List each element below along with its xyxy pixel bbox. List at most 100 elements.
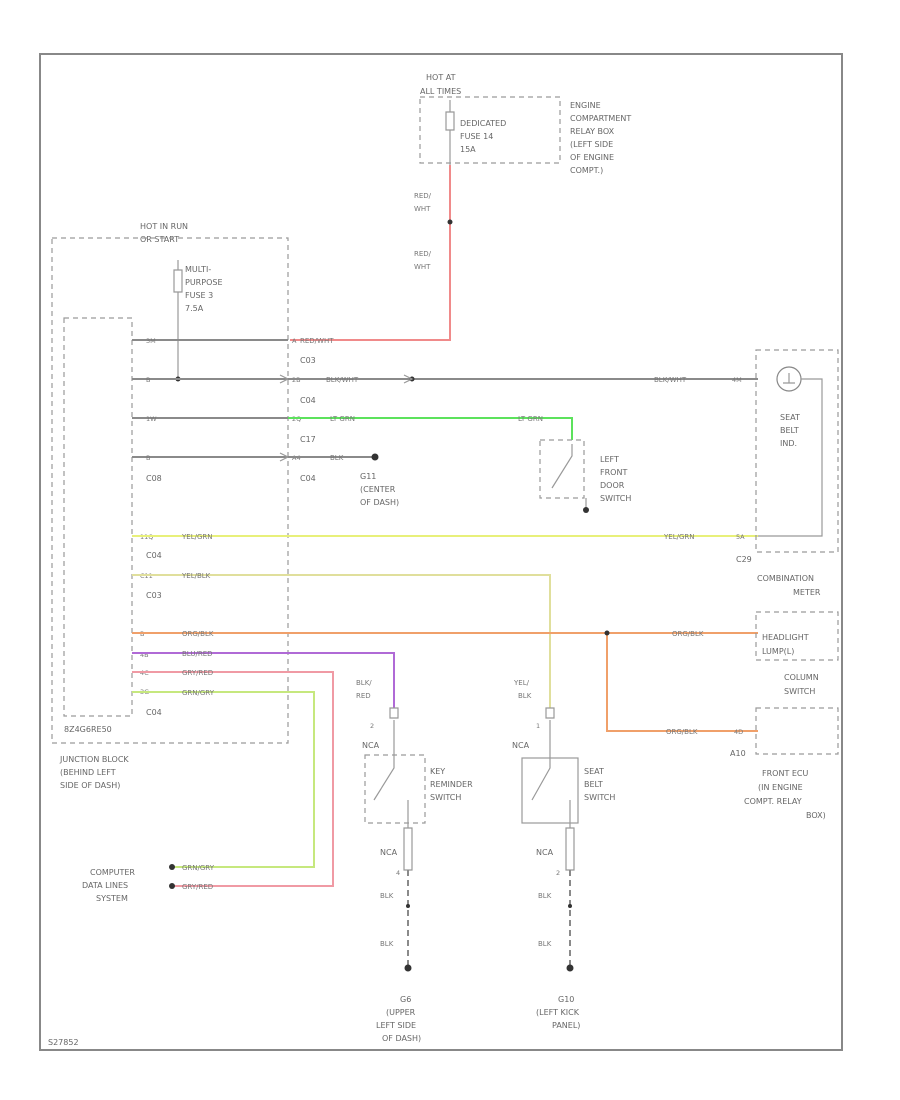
svg-text:SWITCH: SWITCH — [430, 793, 461, 802]
svg-text:ENGINE: ENGINE — [570, 101, 601, 110]
column-switch: HEADLIGHT LUMP(L) COLUMN SWITCH 4D A10 F… — [730, 611, 839, 820]
svg-text:HOT IN RUN: HOT IN RUN — [140, 222, 188, 231]
svg-text:(UPPER: (UPPER — [386, 1008, 416, 1017]
svg-text:B: B — [146, 376, 150, 384]
svg-text:2: 2 — [556, 869, 560, 877]
svg-text:OF DASH): OF DASH) — [382, 1034, 421, 1043]
svg-text:A: A — [292, 337, 297, 345]
svg-text:C04: C04 — [300, 474, 316, 483]
svg-text:RED/: RED/ — [414, 192, 432, 200]
svg-text:GRN/GRY: GRN/GRY — [182, 689, 215, 697]
svg-text:C03: C03 — [300, 356, 316, 365]
top-box-title-1: HOT AT — [426, 73, 456, 82]
svg-text:LEFT SIDE: LEFT SIDE — [376, 1021, 416, 1030]
svg-text:COMPARTMENT: COMPARTMENT — [570, 114, 631, 123]
svg-text:JUNCTION BLOCK: JUNCTION BLOCK — [59, 755, 129, 764]
svg-text:BLK: BLK — [380, 892, 394, 900]
svg-text:NCA: NCA — [536, 848, 554, 857]
svg-text:(BEHIND LEFT: (BEHIND LEFT — [60, 768, 116, 777]
svg-text:4M: 4M — [732, 376, 742, 384]
svg-text:C04: C04 — [300, 396, 316, 405]
svg-text:PURPOSE: PURPOSE — [185, 278, 223, 287]
svg-text:BELT: BELT — [584, 780, 603, 789]
svg-text:SEAT: SEAT — [584, 767, 604, 776]
key-reminder-switch: BLK/ RED 2 NCA KEY REMINDER SWITCH NCA 4… — [356, 679, 473, 1043]
engine-relay-box: HOT AT ALL TIMES DEDICATED FUSE 14 15A E… — [419, 73, 631, 175]
footer-code: S27852 — [48, 1038, 79, 1047]
svg-text:YEL/: YEL/ — [513, 679, 530, 687]
svg-text:LUMP(L): LUMP(L) — [762, 647, 794, 656]
svg-text:YEL/GRN: YEL/GRN — [663, 533, 694, 541]
junction-block: HOT IN RUN OR START MULTI- PURPOSE FUSE … — [51, 222, 289, 790]
svg-text:BLK/WHT: BLK/WHT — [654, 376, 687, 384]
svg-text:COLUMN: COLUMN — [784, 673, 819, 682]
svg-text:7.5A: 7.5A — [185, 304, 204, 313]
svg-text:LEFT: LEFT — [600, 455, 619, 464]
svg-text:B: B — [146, 454, 150, 462]
svg-text:FUSE 3: FUSE 3 — [185, 291, 213, 300]
seat-belt-switch: YEL/ BLK 1 NCA SEAT BELT SWITCH NCA 2 BL… — [512, 679, 615, 1030]
svg-text:WHT: WHT — [414, 263, 431, 271]
svg-text:4: 4 — [396, 869, 400, 877]
svg-text:BELT: BELT — [780, 426, 799, 435]
svg-text:4B: 4B — [140, 651, 149, 659]
svg-text:2: 2 — [370, 722, 374, 730]
svg-text:SIDE OF DASH): SIDE OF DASH) — [60, 781, 120, 790]
svg-text:SEAT: SEAT — [780, 413, 800, 422]
svg-text:FRONT: FRONT — [600, 468, 627, 477]
diagram-frame — [39, 53, 843, 1051]
svg-text:(LEFT KICK: (LEFT KICK — [536, 1008, 580, 1017]
svg-text:OR START: OR START — [140, 235, 179, 244]
svg-text:KEY: KEY — [430, 767, 445, 776]
svg-text:5A: 5A — [736, 533, 745, 541]
svg-text:C03: C03 — [146, 591, 162, 600]
svg-text:DATA LINES: DATA LINES — [82, 881, 128, 890]
svg-text:RELAY BOX: RELAY BOX — [570, 127, 615, 136]
svg-text:4D: 4D — [734, 728, 743, 736]
svg-text:3M: 3M — [146, 337, 156, 345]
top-box-title-2: ALL TIMES — [420, 87, 461, 96]
svg-text:DEDICATED: DEDICATED — [460, 119, 506, 128]
svg-text:MULTI-: MULTI- — [185, 265, 211, 274]
svg-text:COMPT. RELAY: COMPT. RELAY — [744, 797, 802, 806]
svg-text:C08: C08 — [146, 474, 162, 483]
svg-text:NCA: NCA — [362, 741, 380, 750]
svg-text:BLU/RED: BLU/RED — [182, 650, 213, 658]
svg-text:COMPT.): COMPT.) — [570, 166, 603, 175]
svg-text:C04: C04 — [146, 551, 162, 560]
svg-text:8Z4G6RE50: 8Z4G6RE50 — [64, 725, 112, 734]
svg-text:COMBINATION: COMBINATION — [757, 574, 814, 583]
svg-text:BOX): BOX) — [806, 811, 826, 820]
svg-text:SWITCH: SWITCH — [600, 494, 631, 503]
svg-text:(LEFT SIDE: (LEFT SIDE — [570, 140, 613, 149]
svg-text:YEL/GRN: YEL/GRN — [181, 533, 212, 541]
svg-text:LT GRN: LT GRN — [518, 415, 543, 423]
svg-text:OF ENGINE: OF ENGINE — [570, 153, 614, 162]
svg-text:BLK: BLK — [380, 940, 394, 948]
svg-text:ORG/BLK: ORG/BLK — [666, 728, 698, 736]
svg-text:RED/WHT: RED/WHT — [300, 337, 334, 345]
svg-text:C04: C04 — [146, 708, 162, 717]
svg-text:IND.: IND. — [780, 439, 797, 448]
svg-text:SWITCH: SWITCH — [584, 793, 615, 802]
svg-text:RED/: RED/ — [414, 250, 432, 258]
svg-text:(CENTER: (CENTER — [360, 485, 396, 494]
svg-text:BLK: BLK — [518, 692, 532, 700]
svg-text:ORG/BLK: ORG/BLK — [672, 630, 704, 638]
svg-text:SWITCH: SWITCH — [784, 687, 815, 696]
svg-text:DOOR: DOOR — [600, 481, 625, 490]
svg-text:G11: G11 — [360, 472, 376, 481]
svg-text:BLK: BLK — [538, 940, 552, 948]
svg-text:NCA: NCA — [380, 848, 398, 857]
svg-text:BLK/: BLK/ — [356, 679, 372, 687]
svg-text:METER: METER — [793, 588, 821, 597]
svg-text:WHT: WHT — [414, 205, 431, 213]
svg-text:REMINDER: REMINDER — [430, 780, 473, 789]
svg-text:C29: C29 — [736, 555, 752, 564]
svg-text:1W: 1W — [146, 415, 157, 423]
combination-meter: 4M 5A C29 SEAT BELT IND. COMBINATION MET… — [732, 349, 839, 597]
svg-text:RED: RED — [356, 692, 371, 700]
svg-text:ORG/BLK: ORG/BLK — [182, 630, 214, 638]
svg-text:GRY/RED: GRY/RED — [182, 883, 213, 891]
